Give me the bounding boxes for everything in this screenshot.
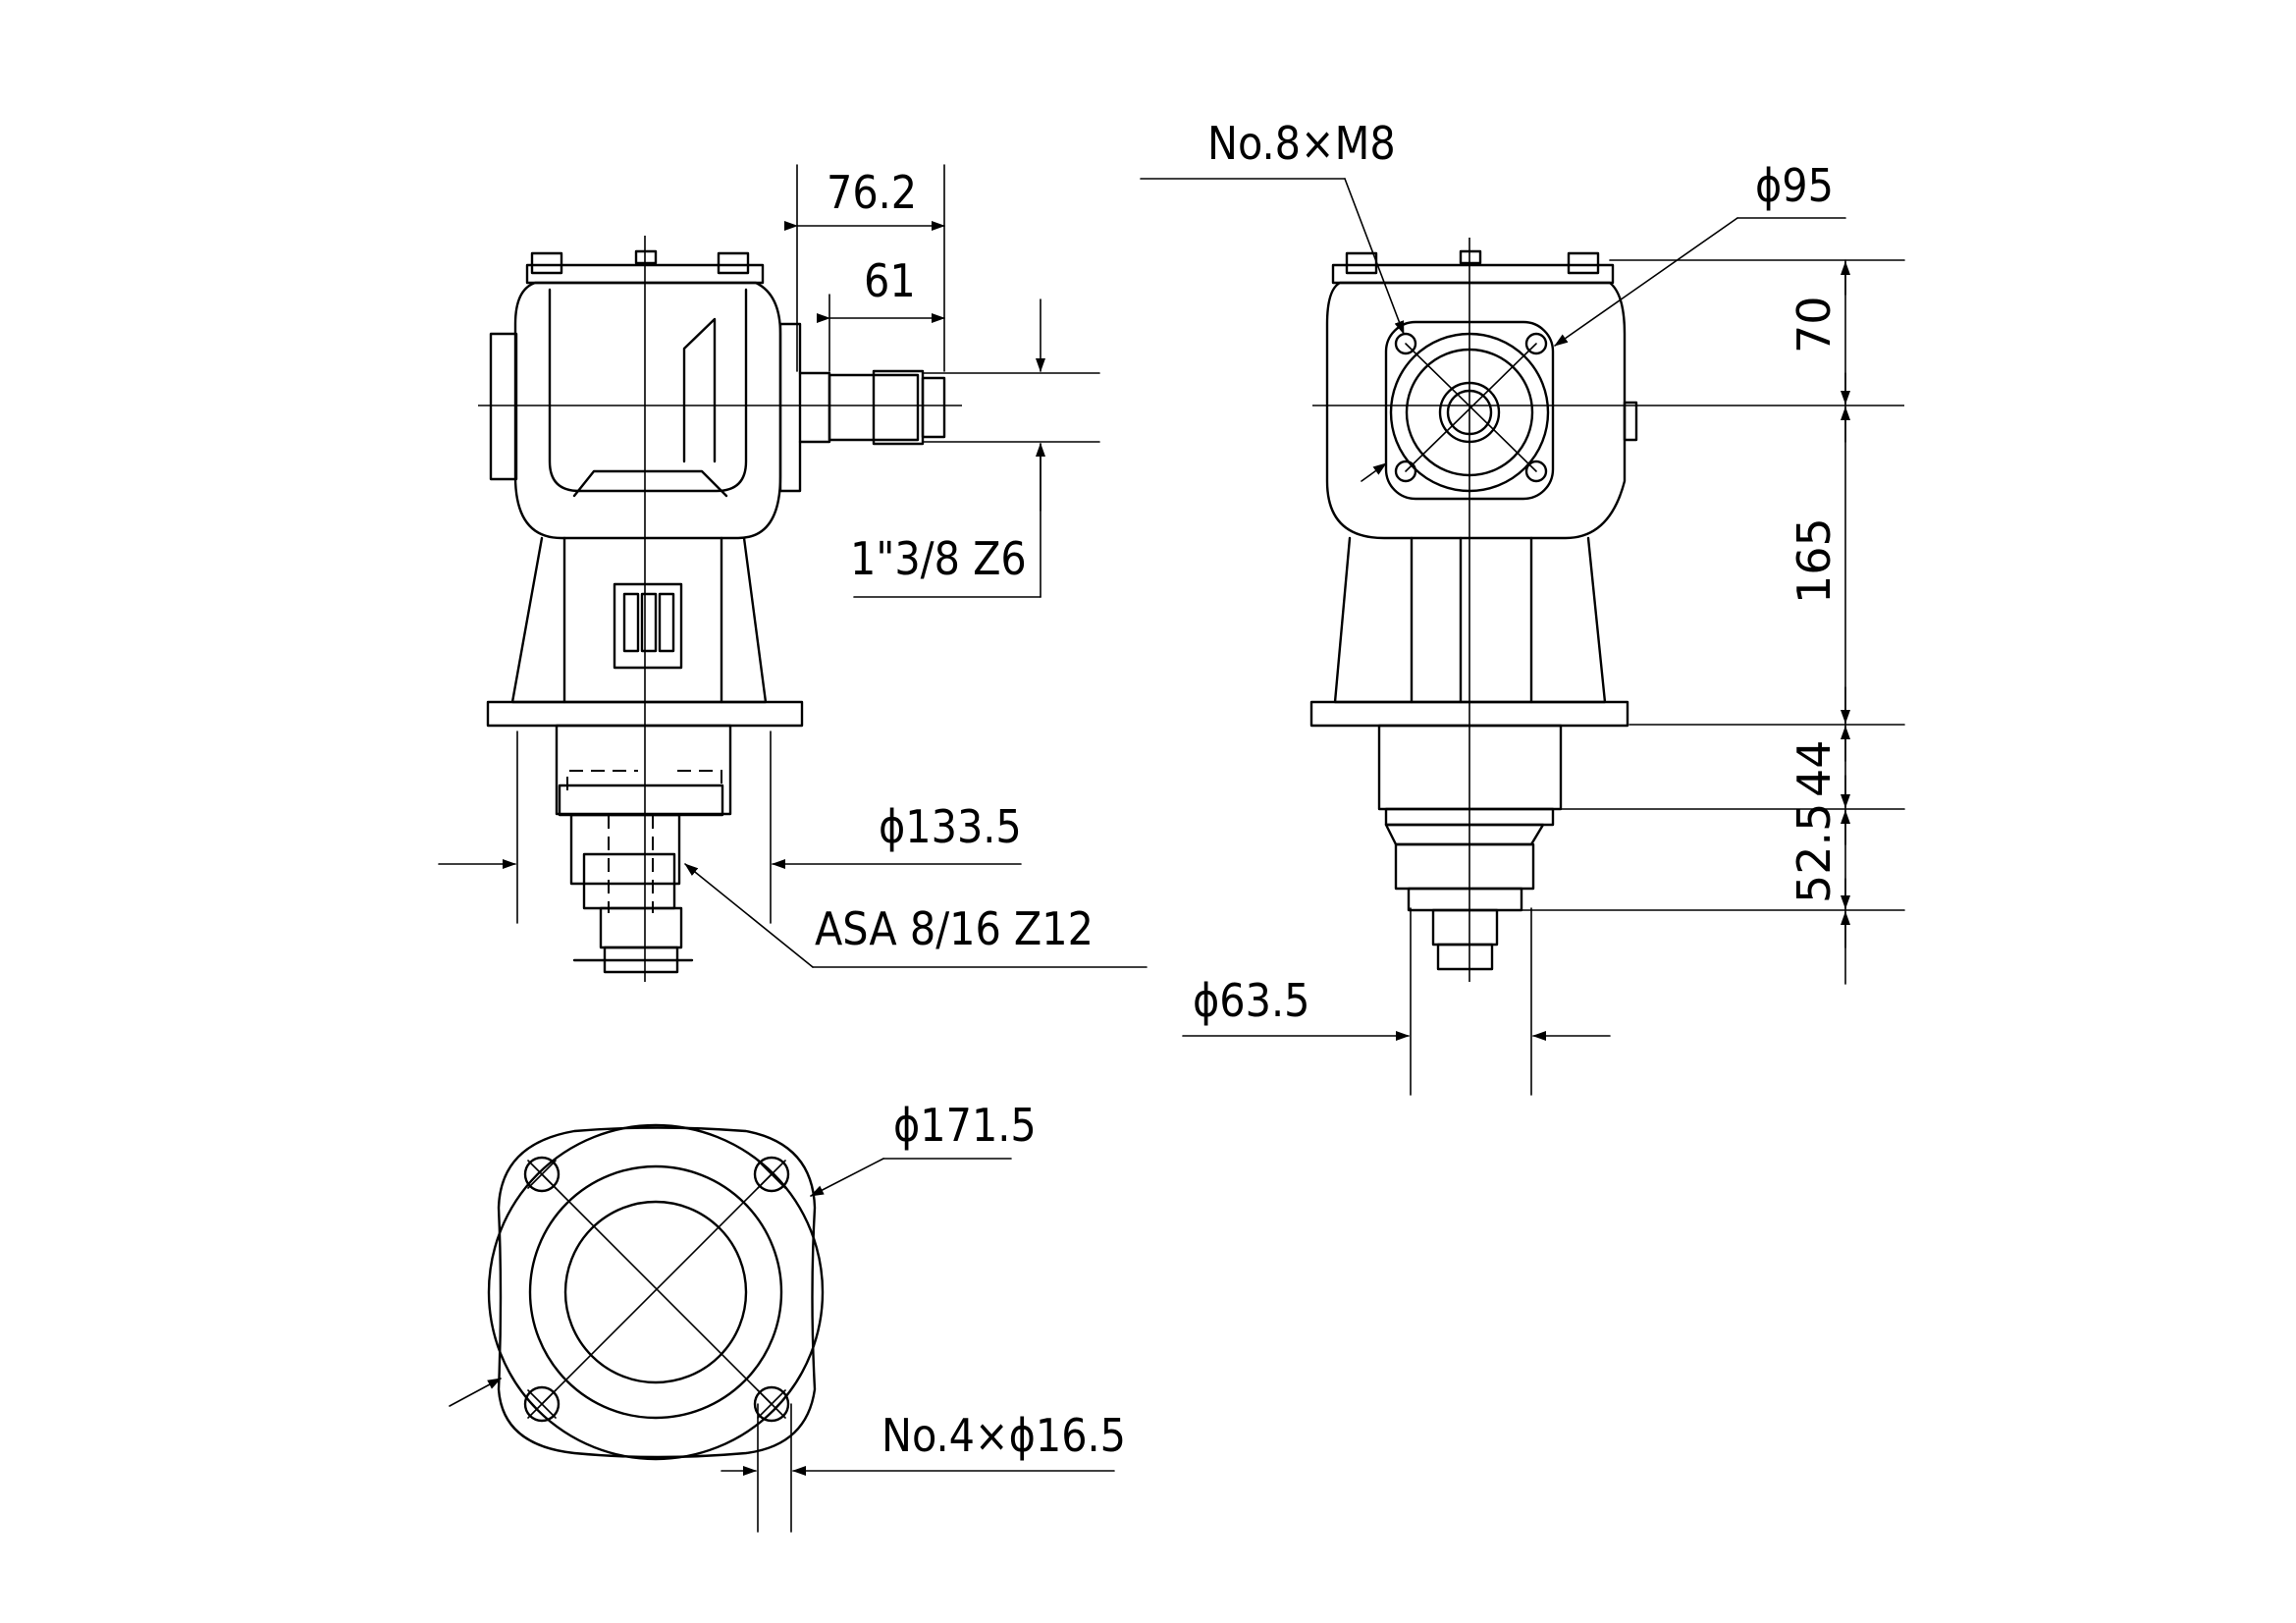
base-view-dimensions: ϕ171.5 No.4×ϕ16.5: [449, 1099, 1126, 1533]
front-view-dimensions: No.8×M8 ϕ95 70 165 44 52.5 ϕ63.5: [1140, 117, 1905, 1096]
dim-base-holes: No.4×ϕ16.5: [881, 1409, 1126, 1462]
dim-input-spline: 1"3/8 Z6: [850, 532, 1027, 585]
dim-flange-diameter: ϕ133.5: [879, 800, 1022, 853]
dim-height-52-5: 52.5: [1788, 803, 1841, 903]
dim-bolts-top: No.8×M8: [1207, 117, 1396, 170]
dim-output-spline: ASA 8/16 Z12: [815, 902, 1094, 955]
dim-bolt-circle: ϕ95: [1755, 159, 1834, 212]
dim-height-44: 44: [1788, 739, 1841, 797]
dim-76-2: 76.2: [827, 166, 917, 219]
side-view: [478, 236, 962, 982]
dim-61: 61: [864, 254, 916, 307]
front-view: [1309, 238, 1904, 982]
side-view-dimensions: 76.2 61 1"3/8 Z6 ϕ133.5 ASA 8/16 Z12: [438, 164, 1148, 968]
dim-base-diameter: ϕ171.5: [893, 1099, 1037, 1152]
dim-height-70: 70: [1788, 296, 1841, 353]
base-view: [487, 1123, 825, 1461]
dim-output-diameter: ϕ63.5: [1193, 974, 1309, 1027]
dim-height-165: 165: [1788, 517, 1841, 604]
